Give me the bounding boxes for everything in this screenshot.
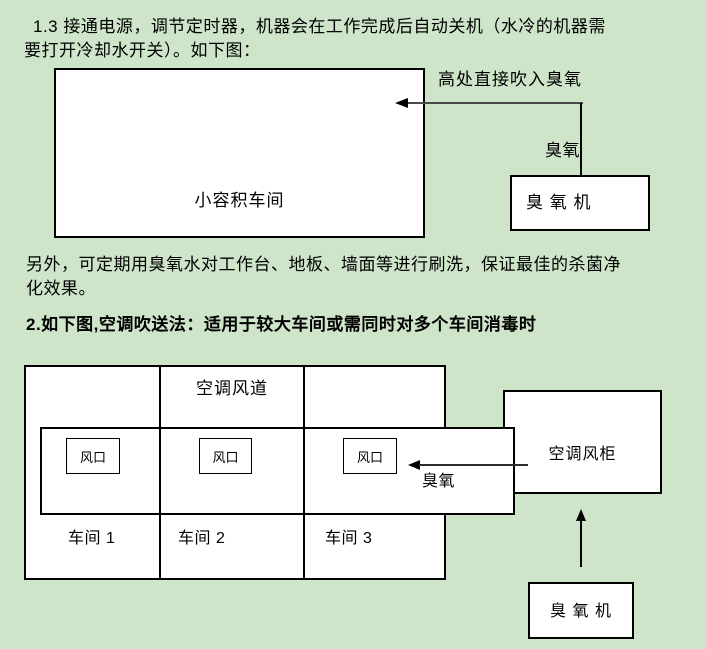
vent-box: 风口: [199, 438, 252, 474]
ozone-machine-label: 臭 氧 机: [550, 603, 612, 620]
blow-arrow-label: 高处直接吹入臭氧: [438, 70, 582, 89]
table-divider: [303, 365, 305, 580]
arrow-shaft-vertical: [580, 103, 582, 176]
table-divider: [159, 365, 161, 580]
paragraph-line: 要打开冷却水开关）。如下图：: [24, 41, 261, 60]
vent-box: 风口: [343, 438, 397, 474]
arrow-shaft-horizontal: [419, 464, 528, 466]
air-cabinet-box: 空调风柜: [503, 390, 662, 494]
arrow-up-head-icon: [576, 509, 586, 521]
arrow-shaft-horizontal: [408, 102, 583, 104]
duct-label: 空调风道: [196, 379, 268, 398]
ozone-label: 臭氧: [545, 141, 580, 160]
small-workshop-box: 小容积车间: [54, 68, 425, 238]
workshop-label: 车间 1: [68, 530, 116, 547]
small-workshop-label: 小容积车间: [194, 191, 285, 210]
workshop-label: 车间 3: [325, 530, 373, 547]
paragraph-line: 1.3 接通电源，调节定时器，机器会在工作完成后自动关机（水冷的机器需: [33, 17, 606, 36]
paragraph-line: 另外，可定期用臭氧水对工作台、地板、墙面等进行刷洗，保证最佳的杀菌净: [26, 255, 621, 274]
air-cabinet-label: 空调风柜: [548, 446, 617, 463]
vent-box: 风口: [66, 438, 120, 474]
section-heading: 2.如下图,空调吹送法：适用于较大车间或需同时对多个车间消毒时: [26, 315, 537, 334]
ozone-machine-box: 臭 氧 机: [510, 175, 650, 231]
arrow-left-head-icon: [408, 460, 420, 470]
ozone-label: 臭氧: [422, 473, 456, 490]
workshop-label: 车间 2: [178, 530, 226, 547]
ozone-machine-box: 臭 氧 机: [528, 582, 634, 639]
arrow-shaft-vertical: [580, 520, 582, 567]
ozone-machine-label: 臭 氧 机: [526, 193, 592, 212]
arrow-left-head-icon: [395, 98, 408, 108]
paragraph-line: 化效果。: [26, 279, 96, 298]
